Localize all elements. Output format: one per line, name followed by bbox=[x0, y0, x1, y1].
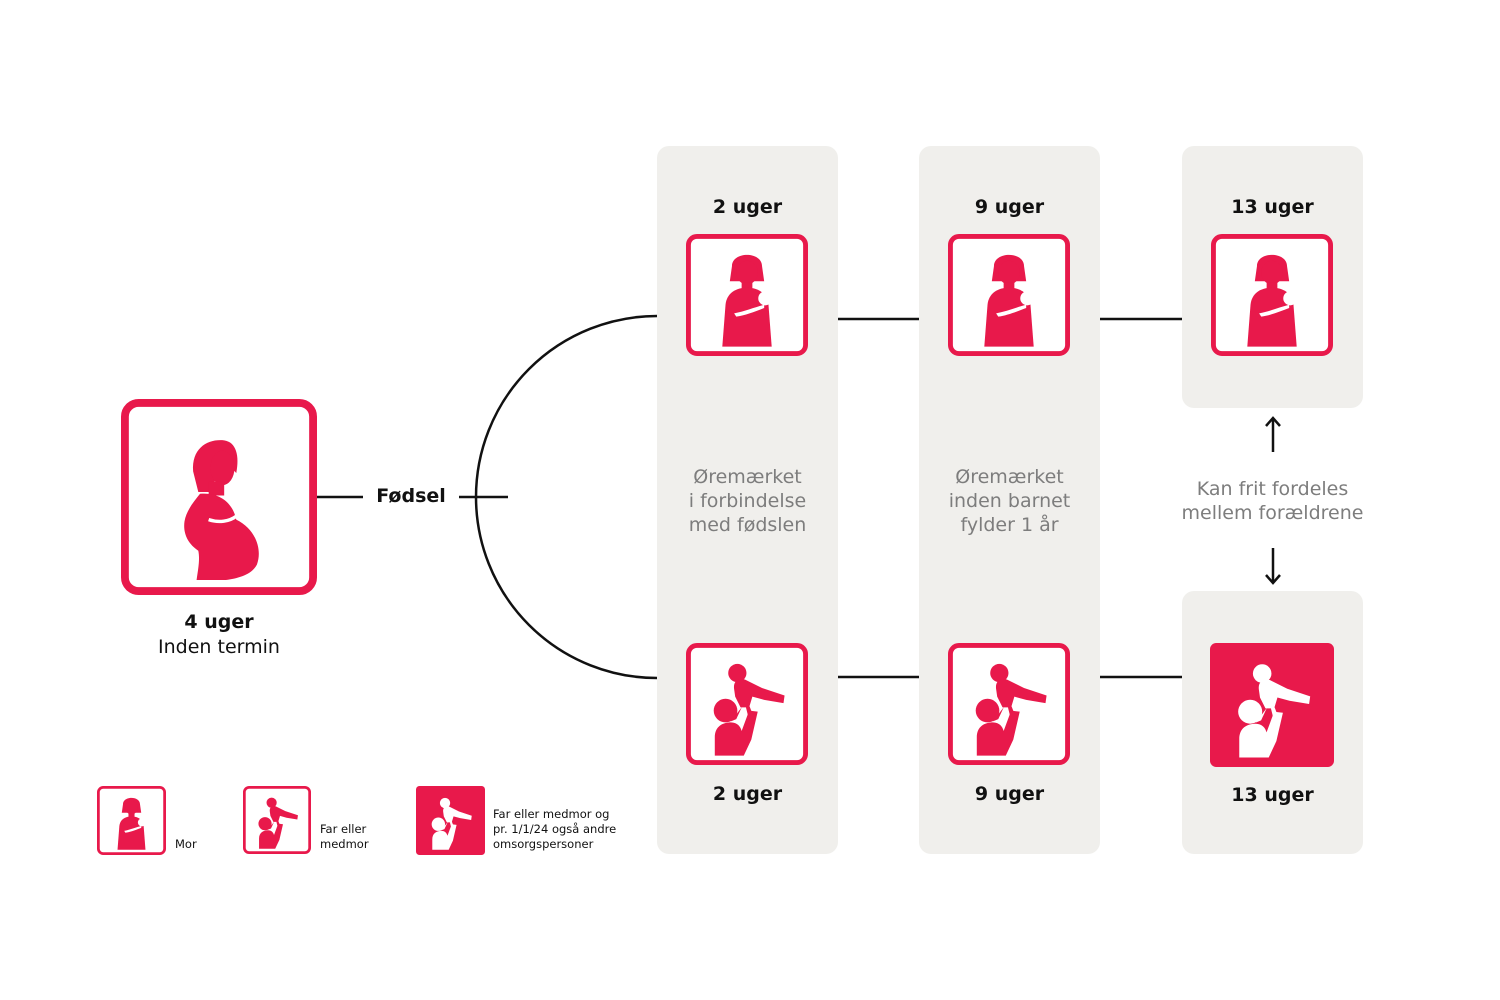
column-3-note-line: Kan frit fordeles bbox=[1196, 478, 1349, 500]
column-1-note-line: i forbindelse bbox=[688, 490, 807, 512]
column-2-note-line: inden barnet bbox=[948, 490, 1071, 512]
legend-label-line: Mor bbox=[175, 837, 197, 851]
arrow-up-icon bbox=[1265, 416, 1281, 452]
legend-label-line: pr. 1/1/24 også andre bbox=[493, 822, 617, 836]
column-3-bottom-weeks: 13 uger bbox=[1231, 784, 1314, 806]
pregnancy-weeks: 4 uger bbox=[184, 611, 254, 633]
legend-label-line: omsorgspersoner bbox=[493, 837, 594, 851]
legend-label-father: Far eller medmor bbox=[320, 822, 369, 852]
column-3-top-weeks: 13 uger bbox=[1231, 196, 1314, 218]
column-2-top-weeks: 9 uger bbox=[974, 196, 1045, 218]
column-2-note: Øremærket inden barnet fylder 1 år bbox=[904, 465, 1115, 537]
parent-lifting-baby-icon bbox=[243, 786, 312, 855]
column-1-bottom-weeks: 2 uger bbox=[712, 783, 783, 805]
birth-label: Fødsel bbox=[376, 485, 446, 507]
pregnancy-caption: Inden termin bbox=[158, 636, 280, 658]
parent-lifting-baby-filled-icon bbox=[1210, 643, 1334, 767]
mother-with-baby-icon bbox=[948, 234, 1071, 357]
column-1-top-weeks: 2 uger bbox=[712, 196, 783, 218]
column-1-note-line: med fødslen bbox=[688, 514, 807, 536]
mother-with-baby-icon bbox=[686, 234, 809, 357]
legend-label-line: Far eller medmor og bbox=[493, 807, 610, 821]
legend-label-other-caregivers: Far eller medmor og pr. 1/1/24 også andr… bbox=[493, 807, 616, 852]
column-3-note: Kan frit fordeles mellem forældrene bbox=[1162, 477, 1383, 525]
branch-arc bbox=[474, 314, 658, 680]
column-3-note-line: mellem forældrene bbox=[1181, 502, 1364, 524]
parent-lifting-baby-icon bbox=[948, 643, 1071, 766]
pregnant-woman-icon bbox=[121, 399, 318, 596]
arrow-down-icon bbox=[1265, 548, 1281, 585]
column-2-bottom-weeks: 9 uger bbox=[974, 783, 1045, 805]
mother-with-baby-icon bbox=[1211, 234, 1334, 357]
column-2-note-line: fylder 1 år bbox=[960, 514, 1059, 536]
column-1-note: Øremærket i forbindelse med fødslen bbox=[642, 465, 853, 537]
parent-lifting-baby-filled-icon bbox=[416, 786, 485, 855]
parent-lifting-baby-icon bbox=[686, 643, 809, 766]
legend-label-line: Far eller bbox=[320, 822, 367, 836]
column-2-note-line: Øremærket bbox=[955, 466, 1064, 488]
legend-label-mother: Mor bbox=[175, 837, 197, 852]
mother-with-baby-icon bbox=[97, 786, 167, 856]
legend-label-line: medmor bbox=[320, 837, 369, 851]
column-1-note-line: Øremærket bbox=[693, 466, 802, 488]
